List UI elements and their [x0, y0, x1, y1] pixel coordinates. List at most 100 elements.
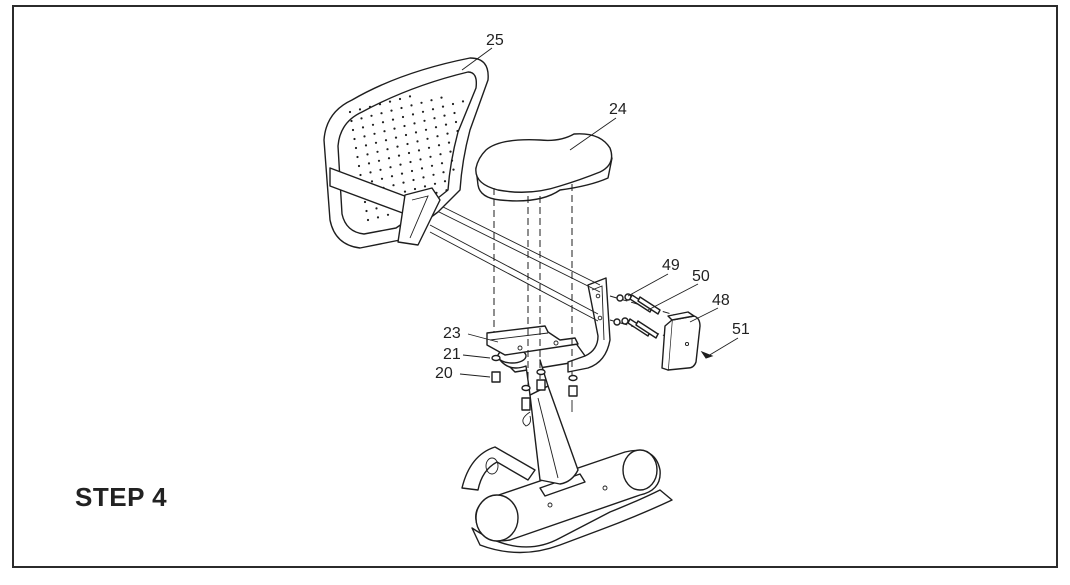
mesh-dot	[399, 163, 402, 166]
mesh-dot	[414, 131, 418, 134]
mesh-dot	[397, 154, 401, 157]
mesh-dot	[378, 103, 382, 106]
mesh-dot	[402, 181, 405, 184]
backrest	[323, 57, 489, 249]
callout-49: 49	[662, 257, 680, 274]
mesh-dot	[445, 189, 448, 192]
mesh-dot	[398, 97, 402, 101]
end-cap	[661, 311, 701, 371]
mesh-dot	[419, 158, 422, 161]
mesh-dot	[426, 137, 429, 140]
mesh-dot	[348, 110, 352, 114]
mesh-dot	[417, 149, 421, 152]
mesh-dot	[424, 128, 428, 131]
mesh-dot	[443, 180, 447, 183]
mesh-dot	[370, 180, 374, 183]
mesh-dot	[394, 136, 398, 139]
mesh-dot	[361, 126, 365, 129]
mesh-dot	[377, 159, 381, 162]
seat-rails	[424, 197, 601, 322]
bracket-bolts	[613, 293, 661, 339]
mesh-dot	[432, 173, 435, 176]
mesh-dot	[413, 122, 416, 125]
callout-23: 23	[443, 325, 461, 342]
mesh-dot	[364, 144, 368, 147]
mesh-dot	[387, 157, 391, 160]
mesh-dot	[437, 144, 441, 147]
mesh-dot	[406, 142, 409, 146]
mesh-dot	[452, 168, 455, 171]
mesh-dot	[423, 185, 427, 188]
mesh-dot	[440, 96, 443, 99]
callout-51: 51	[732, 321, 750, 338]
mesh-dot	[360, 117, 363, 120]
mesh-dot	[422, 176, 425, 179]
seat	[475, 133, 613, 202]
mesh-dot	[446, 132, 449, 135]
mesh-dot	[386, 213, 390, 216]
mesh-dot	[396, 145, 399, 148]
mesh-dot	[380, 112, 383, 115]
mesh-dot	[379, 168, 382, 171]
mesh-dot	[363, 200, 367, 204]
mesh-dot	[374, 141, 378, 144]
mesh-dot	[413, 187, 417, 191]
mesh-dot	[423, 119, 426, 122]
mesh-dot	[433, 117, 436, 120]
mesh-dot	[392, 184, 395, 187]
backrest-mesh-dots	[348, 95, 465, 222]
backrest-bracket	[567, 277, 611, 373]
mesh-dot	[366, 218, 370, 222]
mesh-dot	[351, 128, 355, 132]
callout-20: 20	[435, 365, 453, 382]
mesh-dot	[358, 108, 362, 111]
mesh-dot	[376, 216, 380, 219]
mesh-dot	[430, 164, 434, 167]
mesh-dot	[390, 109, 393, 112]
mesh-dot	[461, 100, 465, 103]
seat-rail-bracket	[486, 325, 579, 356]
mesh-dot	[389, 166, 392, 169]
callout-25: 25	[486, 32, 504, 49]
mesh-dot	[440, 162, 444, 165]
mesh-dot	[442, 171, 445, 174]
lower-fasteners	[491, 354, 578, 427]
mesh-dot	[380, 177, 384, 180]
mesh-dot	[411, 113, 415, 116]
mesh-dot	[407, 151, 411, 155]
mesh-dot	[383, 130, 386, 133]
mesh-dot	[393, 127, 396, 130]
mesh-dot	[412, 178, 415, 182]
mesh-dot	[388, 100, 392, 103]
mesh-dot	[357, 164, 361, 168]
mesh-dot	[443, 114, 446, 117]
mesh-dot	[431, 108, 435, 111]
mesh-dot	[375, 207, 378, 210]
mesh-dot	[370, 114, 373, 117]
mesh-dot	[451, 102, 455, 106]
callout-24: 24	[609, 101, 627, 118]
mesh-dot	[350, 119, 353, 123]
mesh-dot	[363, 135, 366, 138]
mesh-dot	[456, 129, 459, 133]
mesh-dot	[434, 126, 438, 129]
mesh-dot	[410, 169, 414, 173]
mesh-dot	[403, 124, 406, 128]
mesh-dot	[441, 105, 445, 108]
mesh-dot	[365, 209, 368, 213]
mesh-dot	[420, 167, 424, 170]
mesh-dot	[391, 118, 395, 121]
mesh-dot	[353, 137, 356, 141]
callout-50: 50	[692, 268, 710, 285]
mesh-dot	[371, 123, 375, 126]
mesh-dot	[430, 99, 433, 102]
mesh-dot	[454, 120, 458, 124]
mesh-dot	[444, 123, 448, 126]
diagram-frame	[12, 5, 1058, 568]
mesh-dot	[386, 148, 389, 151]
mesh-dot	[401, 115, 405, 119]
mesh-dot	[400, 172, 404, 175]
mesh-dot	[429, 155, 432, 158]
mesh-dot	[376, 150, 379, 153]
